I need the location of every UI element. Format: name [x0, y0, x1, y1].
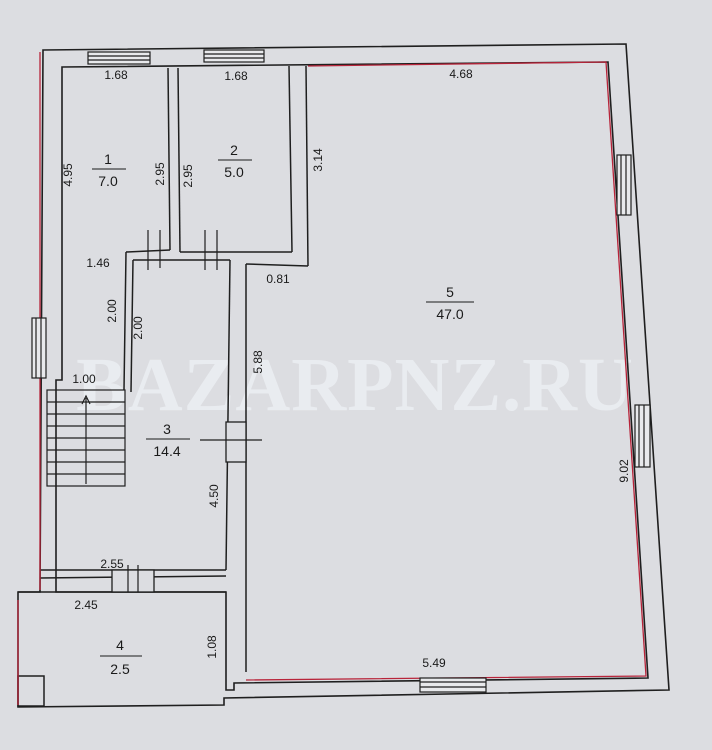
dim-r3-left-inner: 2.00 — [131, 316, 145, 340]
windows — [31, 49, 651, 693]
dim-step: 0.81 — [266, 272, 290, 286]
dim-r2-height-left: 2.95 — [181, 164, 195, 188]
dim-r2-width: 1.68 — [224, 69, 248, 83]
room-number-1: 1 — [104, 151, 112, 167]
staircase — [46, 389, 126, 487]
room-label-2: 2 5.0 — [218, 142, 252, 180]
window-bottom — [419, 677, 487, 693]
window-top-left — [87, 51, 151, 65]
door-openings — [111, 421, 247, 593]
room-number-2: 2 — [230, 142, 238, 158]
dim-r4-top: 2.45 — [74, 598, 98, 612]
dim-r5-left: 5.88 — [251, 350, 265, 374]
window-top-middle — [203, 49, 265, 63]
dim-r3-right: 4.50 — [207, 484, 221, 508]
dim-r3-left-outer: 2.00 — [105, 299, 119, 323]
dim-r5-bottom: 5.49 — [422, 656, 446, 670]
dim-r1-height-right: 2.95 — [153, 162, 167, 186]
room-number-3: 3 — [163, 421, 171, 437]
door-room3-room5 — [225, 421, 247, 463]
room-number-5: 5 — [446, 284, 454, 300]
room-labels: 1 7.0 2 5.0 3 14.4 4 2.5 5 47.0 — [92, 142, 474, 677]
room-area-4: 2.5 — [110, 661, 130, 677]
room-area-3: 14.4 — [153, 443, 180, 459]
room-label-5: 5 47.0 — [426, 284, 474, 322]
room-area-2: 5.0 — [224, 164, 244, 180]
dim-r1-width: 1.68 — [104, 68, 128, 82]
window-right-lower — [634, 404, 651, 468]
room-label-4: 4 2.5 — [100, 637, 142, 677]
room-area-5: 47.0 — [436, 306, 463, 322]
dim-r3-bottom: 2.55 — [100, 557, 124, 571]
dim-stair-width: 1.00 — [72, 372, 96, 386]
door-jambs — [127, 230, 262, 592]
dimension-labels: 1.68 1.68 4.68 1.46 0.81 1.00 2.55 2.45 … — [61, 67, 631, 670]
watermark: BAZARPNZ.RU — [76, 343, 634, 427]
dim-r2-height-right: 3.14 — [311, 148, 325, 172]
dim-corridor-width: 1.46 — [86, 256, 110, 270]
dim-r5-top: 4.68 — [449, 67, 473, 81]
dim-r4-height: 1.08 — [205, 635, 219, 659]
window-right-upper — [616, 154, 632, 216]
room-label-1: 1 7.0 — [92, 151, 126, 189]
dim-r1-height-left: 4.95 — [61, 163, 75, 187]
window-left — [31, 317, 47, 379]
door-room3-room4 — [111, 569, 155, 593]
room-area-1: 7.0 — [98, 173, 118, 189]
dim-r5-right: 9.02 — [617, 459, 631, 483]
room-label-3: 3 14.4 — [146, 421, 190, 459]
room-number-4: 4 — [116, 637, 124, 653]
